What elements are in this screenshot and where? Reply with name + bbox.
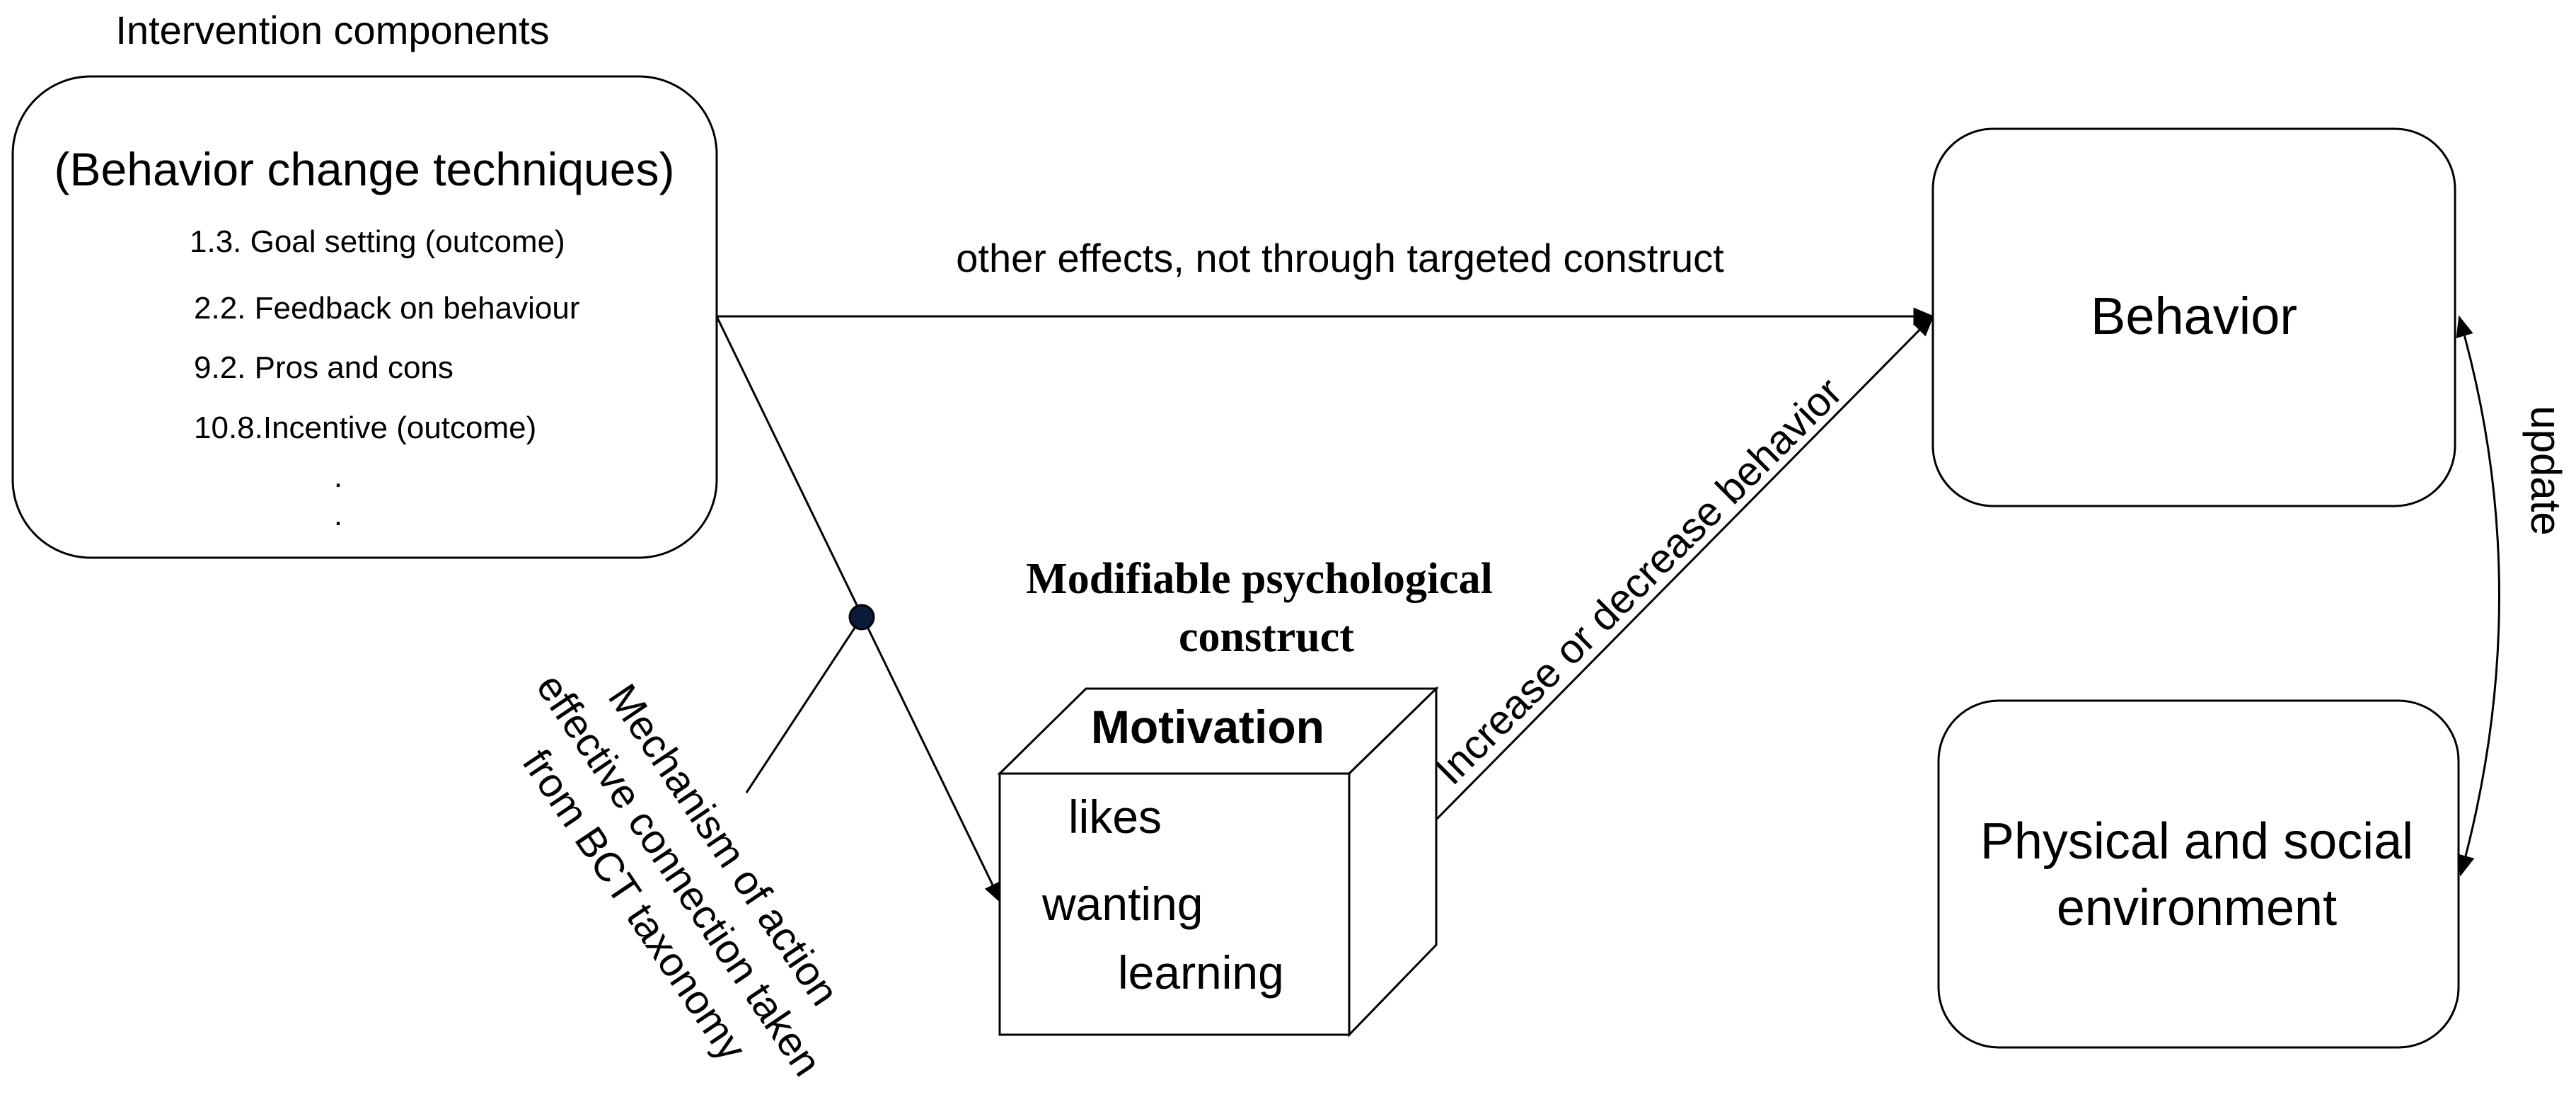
mechanism-label-line: effective connection taken — [527, 665, 830, 1084]
behavior-box — [1931, 127, 2456, 507]
mechanism-node — [848, 604, 875, 631]
bct-ellipsis-dot: . — [334, 498, 342, 532]
environment-label-line1: Physical and social — [1980, 813, 2413, 870]
intervention-components-caption: Intervention components — [115, 8, 549, 52]
bct-item-incentive: 10.8.Incentive (outcome) — [194, 410, 536, 445]
update-label: update — [2522, 406, 2570, 536]
bct-ellipsis-dot: . — [334, 459, 342, 494]
environment-label-line2: environment — [2057, 880, 2337, 936]
cube-front-face — [998, 772, 1351, 1036]
bct-item-feedback: 2.2. Feedback on behaviour — [194, 291, 580, 326]
construct-title: Modifiable psychological — [1026, 555, 1493, 603]
bct-heading: (Behavior change techniques) — [54, 143, 675, 195]
construct-to-behavior-arrow — [1435, 315, 1934, 821]
mechanism-label: Mechanism of action effective connection… — [514, 665, 848, 1084]
motivation-cube — [997, 686, 1439, 1038]
direct-effect-label: other effects, not through targeted cons… — [956, 236, 1724, 280]
update-arrow — [2456, 315, 2500, 877]
construct-title-line2: construct — [1179, 613, 1354, 661]
motivation-component-wanting: wanting — [1041, 878, 1203, 930]
mechanism-connector-line — [745, 616, 863, 793]
motivation-title: Motivation — [1091, 701, 1324, 753]
behavior-label: Behavior — [2091, 287, 2297, 345]
motivation-component-learning: learning — [1118, 946, 1284, 999]
bct-item-goal-setting: 1.3. Goal setting (outcome) — [190, 224, 565, 259]
motivation-component-likes: likes — [1068, 791, 1162, 843]
bct-item-pros-cons: 9.2. Pros and cons — [194, 350, 454, 385]
environment-box — [1937, 699, 2460, 1049]
